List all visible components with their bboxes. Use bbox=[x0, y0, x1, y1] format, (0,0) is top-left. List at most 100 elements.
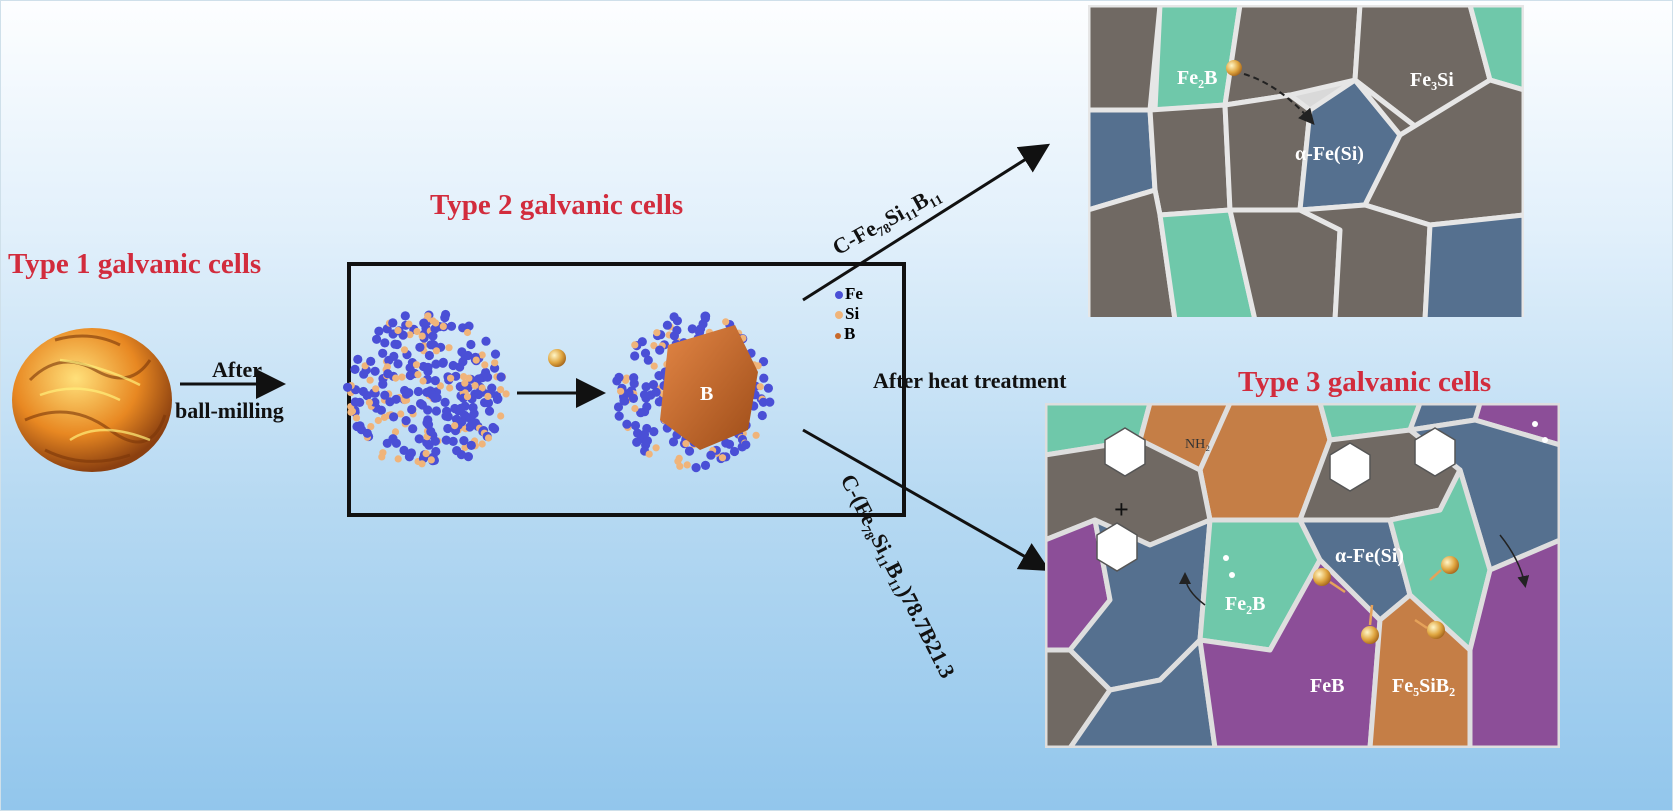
fe-atom bbox=[741, 440, 751, 450]
boron-atom-icon bbox=[1441, 556, 1459, 574]
si-atom bbox=[348, 407, 356, 415]
bottom-grain-panel: NH₂ + α-Fe(Si) Fe₂B FeB Fe₅SiB₂ bbox=[1045, 403, 1560, 748]
si-atom bbox=[391, 428, 400, 436]
legend-b: B bbox=[835, 324, 863, 344]
si-atom bbox=[461, 379, 469, 387]
fe-atom bbox=[639, 390, 650, 400]
fe-atom bbox=[443, 423, 453, 434]
fe-atom bbox=[406, 448, 416, 458]
fe-atom bbox=[763, 383, 774, 393]
fe-atom bbox=[651, 387, 661, 397]
fe-atom bbox=[614, 372, 624, 382]
si-atom bbox=[445, 344, 453, 352]
fe-atom bbox=[700, 460, 711, 470]
fe-atom bbox=[474, 389, 484, 400]
si-atom bbox=[478, 384, 486, 392]
fe-atom bbox=[496, 372, 506, 382]
fe-atom bbox=[380, 338, 390, 348]
si-atom bbox=[418, 460, 426, 468]
si-atom bbox=[447, 374, 455, 382]
fe-atom bbox=[729, 446, 740, 457]
fe-atom bbox=[463, 452, 473, 462]
type1-title: Type 1 galvanic cells bbox=[8, 248, 262, 280]
fe-atom bbox=[639, 429, 650, 439]
fe-atom bbox=[343, 382, 353, 392]
si-atom bbox=[398, 373, 406, 381]
si-dot-icon bbox=[835, 311, 843, 319]
fe-atom bbox=[359, 369, 369, 379]
si-atom bbox=[413, 327, 421, 336]
fe-atom bbox=[401, 389, 412, 399]
fe-atom bbox=[352, 421, 362, 432]
electron-dot-icon bbox=[1223, 555, 1229, 561]
bottom-fe5sib2-label: Fe₅SiB₂ bbox=[1392, 675, 1455, 697]
fe-atom bbox=[438, 357, 448, 367]
fe-atom bbox=[407, 404, 417, 415]
fe-atom bbox=[622, 419, 632, 429]
b-dot-icon bbox=[835, 333, 841, 339]
fe-atom bbox=[668, 437, 679, 447]
si-atom bbox=[379, 449, 387, 457]
si-atom bbox=[484, 392, 492, 400]
boron-atom-icon bbox=[548, 349, 566, 367]
fe-atom bbox=[466, 440, 476, 450]
fe-atom bbox=[350, 397, 360, 407]
fe-atom bbox=[388, 434, 398, 444]
fe-atom bbox=[430, 376, 440, 386]
diffusion-arrow bbox=[1243, 73, 1315, 126]
si-atom bbox=[722, 318, 730, 326]
boron-atom-icon bbox=[1427, 621, 1445, 639]
fe-atom bbox=[441, 309, 451, 320]
si-atom bbox=[432, 319, 440, 327]
si-atom bbox=[756, 383, 764, 391]
fe-atom bbox=[350, 364, 360, 374]
fe-atom bbox=[758, 357, 769, 367]
fe-atom bbox=[701, 311, 711, 321]
fe-atom bbox=[370, 366, 380, 376]
fe-atom bbox=[385, 397, 395, 407]
si-atom bbox=[418, 332, 426, 340]
legend-b-label: B bbox=[844, 324, 856, 343]
si-atom bbox=[406, 331, 414, 339]
fe-atom bbox=[353, 354, 363, 364]
fe-atom bbox=[460, 351, 470, 361]
legend: Fe Si B bbox=[835, 284, 863, 344]
plus-sign: + bbox=[1114, 495, 1129, 524]
fe-atom bbox=[376, 405, 386, 415]
si-atom bbox=[352, 414, 361, 422]
fe-atom bbox=[629, 373, 639, 383]
si-atom bbox=[412, 361, 421, 369]
fe-atom bbox=[448, 360, 458, 371]
fe-atom bbox=[459, 436, 469, 446]
fe-atom bbox=[633, 428, 643, 438]
fe-atom bbox=[672, 325, 682, 335]
top-fe3si-label: Fe₃Si bbox=[1410, 69, 1454, 91]
fe-atom bbox=[758, 397, 769, 407]
electron-dot-icon bbox=[1229, 572, 1235, 578]
fe-atom bbox=[636, 408, 646, 418]
si-atom bbox=[478, 351, 486, 359]
si-atom bbox=[471, 382, 479, 390]
si-atom bbox=[367, 423, 375, 431]
legend-fe: Fe bbox=[835, 284, 863, 304]
si-atom bbox=[463, 393, 472, 401]
fe-atom bbox=[383, 369, 393, 379]
top-boron-atom-icon bbox=[1226, 60, 1242, 76]
fe-atom bbox=[721, 438, 731, 448]
fe-atom bbox=[481, 367, 491, 378]
fe-atom bbox=[415, 342, 425, 352]
benzene-ring-icon bbox=[1096, 522, 1138, 572]
fe-atom bbox=[423, 362, 433, 372]
fe-atom bbox=[765, 397, 775, 407]
si-atom bbox=[380, 413, 389, 421]
si-atom bbox=[422, 450, 430, 458]
si-atom bbox=[497, 386, 505, 394]
electron-dot-icon bbox=[1542, 437, 1548, 443]
si-atom bbox=[446, 384, 454, 392]
bottom-feb-label: FeB bbox=[1310, 675, 1344, 697]
si-atom bbox=[682, 440, 690, 448]
fe-atom bbox=[423, 405, 433, 415]
fe-atom bbox=[426, 426, 436, 437]
fe-atom bbox=[654, 371, 664, 381]
si-atom bbox=[754, 362, 762, 370]
